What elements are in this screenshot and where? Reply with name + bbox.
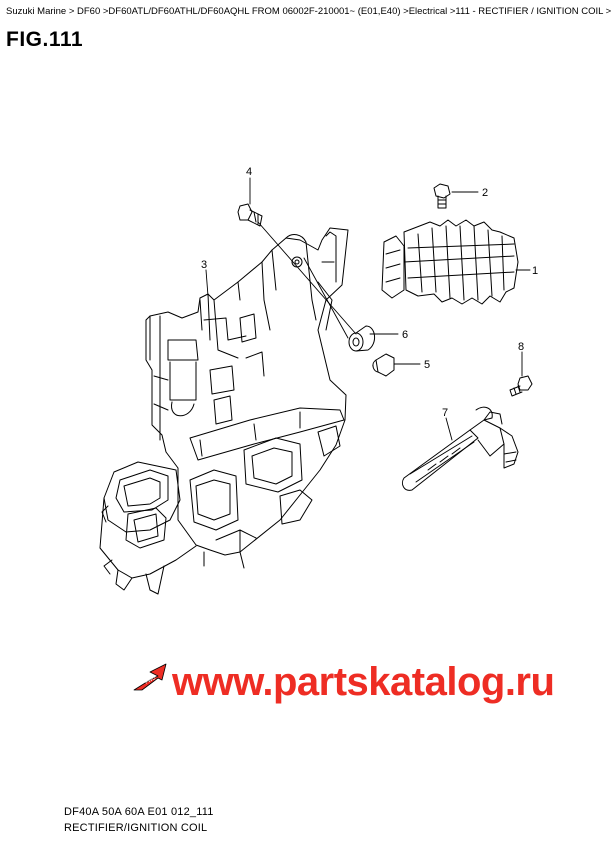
fwd-arrow-icon: FWD [133,663,167,691]
ignition-coil-part [401,406,519,491]
rectifier-bolt [433,183,451,209]
callout-3: 3 [201,259,207,271]
collar-part [372,353,395,377]
grommet-part [348,325,375,352]
rectifier-part [381,219,519,305]
callout-8: 8 [518,341,524,353]
callout-2: 2 [482,187,488,199]
callout-7: 7 [442,407,448,419]
callout-4: 4 [246,166,252,178]
breadcrumb[interactable]: Suzuki Marine > DF60 >DF60ATL/DF60ATHL/D… [6,6,611,17]
watermark-text: www.partskatalog.ru [172,660,555,704]
callout-6: 6 [402,329,408,341]
fwd-label: FWD [144,675,157,686]
callout-5: 5 [424,359,430,371]
callout-1: 1 [532,265,538,277]
leader-lines [205,177,531,441]
coil-bolt [509,375,533,397]
bracket-bolt [237,203,263,227]
figure-title: FIG.111 [6,28,84,51]
footer-code: DF40A 50A 60A E01 012_111 [64,806,214,818]
footer-name: RECTIFIER/IGNITION COIL [64,822,208,834]
bracket-part [99,227,349,595]
